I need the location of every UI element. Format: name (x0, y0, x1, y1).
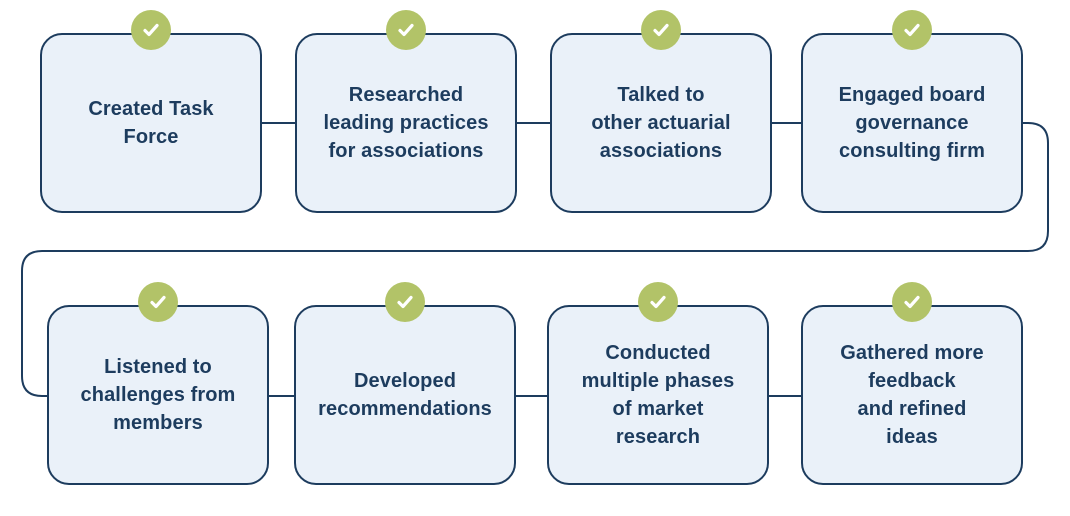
step-label: Engaged board governance consulting firm (838, 84, 986, 162)
check-badge (892, 10, 932, 50)
step-label: Gathered more feedback and refined ideas (840, 342, 984, 448)
check-badge (386, 10, 426, 50)
check-icon (904, 295, 920, 309)
wrap-connector (21, 122, 1049, 397)
check-icon (143, 23, 159, 37)
check-badge (892, 282, 932, 322)
step-card-7: Conducted multiple phases of market rese… (547, 282, 769, 485)
step-card-5: Listened to challenges from members (47, 282, 269, 485)
step-label: Developed recommendations (318, 370, 492, 420)
check-icon (650, 295, 666, 309)
step-card-6: Developed recommendations (294, 282, 516, 485)
step-card-4: Engaged board governance consulting firm (801, 10, 1023, 213)
step-label: Talked to other actuarial associations (591, 84, 731, 162)
step-card-8: Gathered more feedback and refined ideas (801, 282, 1023, 485)
check-icon (397, 295, 413, 309)
check-badge (138, 282, 178, 322)
check-icon (653, 23, 669, 37)
check-icon (398, 23, 414, 37)
step-label: Listened to challenges from members (80, 356, 236, 434)
step-card-2: Researched leading practices for associa… (295, 10, 517, 213)
check-icon (904, 23, 920, 37)
check-badge (638, 282, 678, 322)
step-card-1: Created Task Force (40, 10, 262, 213)
check-badge (131, 10, 171, 50)
check-icon (150, 295, 166, 309)
step-label: Conducted multiple phases of market rese… (581, 342, 735, 448)
check-badge (641, 10, 681, 50)
step-label: Created Task Force (88, 98, 214, 148)
step-card-3: Talked to other actuarial associations (550, 10, 772, 213)
check-badge (385, 282, 425, 322)
step-label: Researched leading practices for associa… (323, 84, 489, 162)
